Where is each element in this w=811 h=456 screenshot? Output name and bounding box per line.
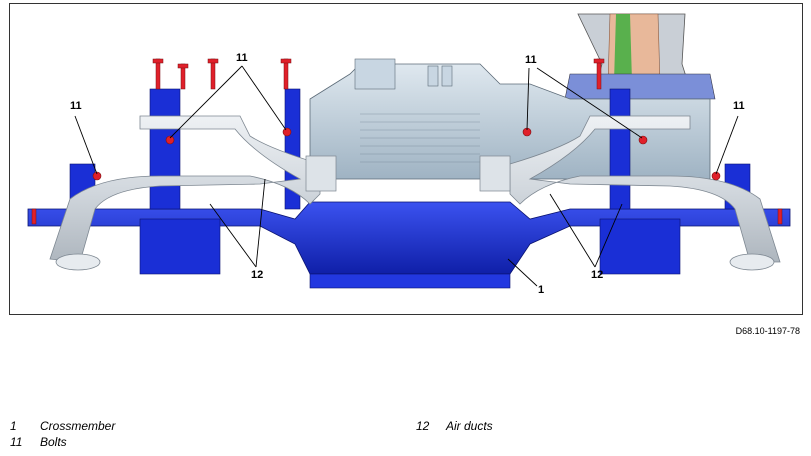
- callout-bolt-center-left: 11: [236, 52, 248, 64]
- legend-label: Air ducts: [446, 419, 493, 433]
- air-ducts: [49, 115, 781, 271]
- callout-air-duct-left: 12: [251, 269, 264, 281]
- legend-number: 1: [10, 419, 17, 433]
- bolts: [92, 127, 721, 181]
- legend-item-crossmember: 1 Crossmember: [10, 419, 115, 433]
- hvac-assembly-drawing: [27, 13, 791, 289]
- legend-number: 11: [10, 435, 23, 449]
- document-code: D68.10-1197-78: [735, 326, 800, 336]
- callout-crossmember: 1: [538, 284, 545, 296]
- callout-air-duct-right: 12: [591, 269, 604, 281]
- legend-label: Bolts: [40, 435, 67, 449]
- legend-label: Crossmember: [40, 419, 116, 433]
- callout-bolt-center-right: 11: [525, 54, 537, 66]
- legend-number: 12: [416, 419, 430, 433]
- legend-item-bolts: 11 Bolts: [10, 435, 67, 449]
- technical-illustration: 11 11 11 11 12 12 1: [9, 3, 803, 315]
- callout-bolt-right: 11: [733, 100, 745, 112]
- studs: [31, 58, 783, 225]
- leader-lines: [74, 65, 739, 287]
- callout-bolt-left: 11: [70, 100, 82, 112]
- inlet-connector: [564, 13, 716, 100]
- legend-item-air-ducts: 12 Air ducts: [416, 419, 493, 433]
